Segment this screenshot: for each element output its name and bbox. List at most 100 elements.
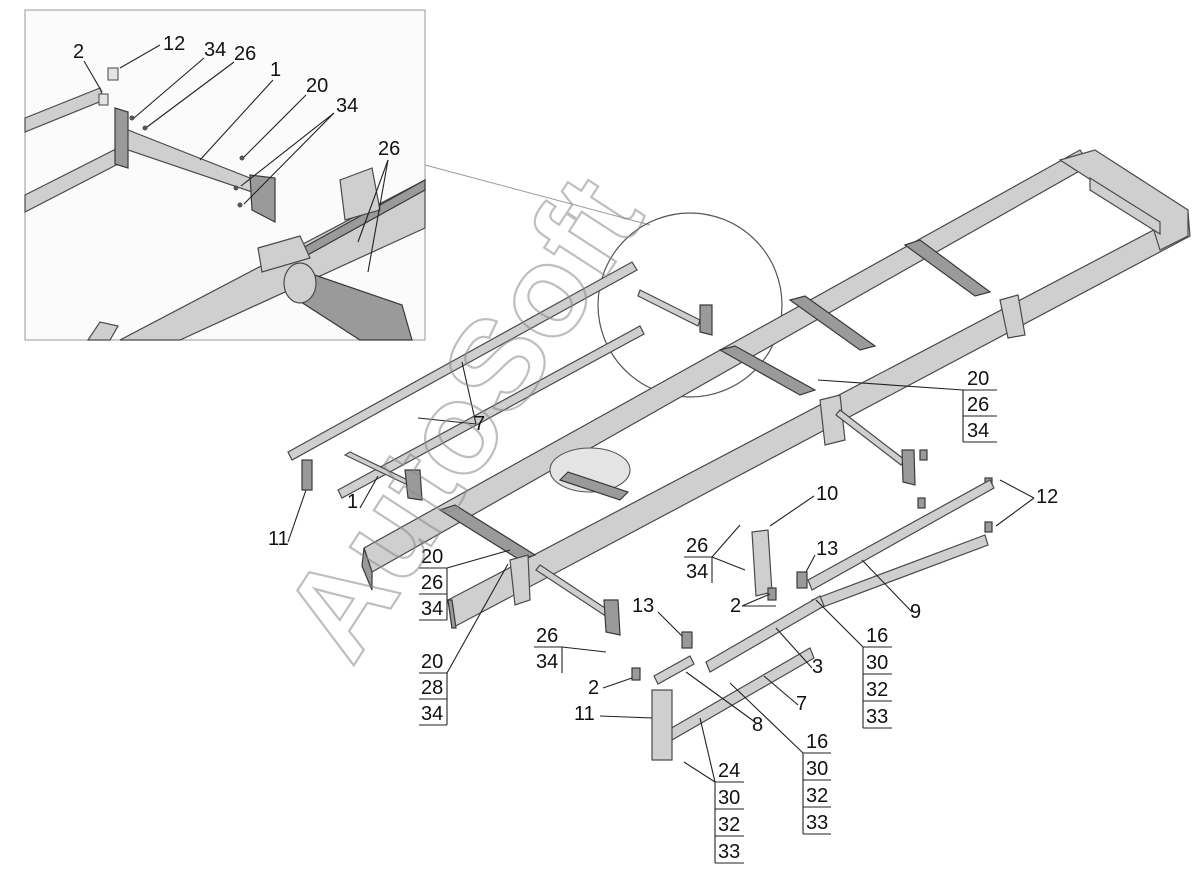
callout-group-16-low: 16 30 32 33: [729, 682, 831, 835]
callout-label: 28: [421, 677, 443, 699]
mounting-arm: [835, 409, 906, 466]
inset-bolt: [237, 202, 243, 208]
callout-label: 13: [632, 595, 654, 617]
mounting-arm: [637, 289, 701, 327]
detail-circle: [597, 212, 783, 398]
chassis-side-member-right-face: [447, 599, 457, 629]
callout-label: 34: [421, 703, 443, 725]
end-post-11: [651, 689, 673, 761]
callout-label: 2: [73, 41, 84, 63]
carrier-bar: [558, 471, 630, 501]
chassis-rear-crossmember: [1089, 176, 1161, 236]
callout-label: 26: [536, 625, 558, 647]
inset-frame-beam: [86, 167, 426, 341]
side-rail-3: [705, 595, 825, 673]
callout-label: 20: [421, 651, 443, 673]
frame-bracket: [819, 394, 846, 446]
inset-bolt: [239, 155, 245, 161]
end-plate-11: [301, 459, 313, 491]
bracket-10: [751, 529, 773, 597]
side-rail-8: [653, 655, 695, 685]
callout-group-26-34-a: 26 34: [684, 524, 746, 583]
plate-12: [919, 449, 928, 461]
plate-12: [984, 521, 993, 533]
callout-label: 7: [474, 413, 485, 435]
callout-label: 34: [336, 95, 358, 117]
chassis-crossmember: [718, 345, 817, 396]
callout-label: 33: [718, 841, 740, 863]
callout-label: 34: [204, 39, 226, 61]
callout-label: 3: [812, 656, 823, 678]
callout-group-24: 24 30 32 33: [683, 717, 744, 864]
callout-group-mid: 20 26 34: [419, 546, 511, 621]
callout-label: 32: [806, 785, 828, 807]
chassis-side-member-left-face: [361, 547, 373, 591]
callout-label: 32: [866, 679, 888, 701]
callout-label: 33: [806, 812, 828, 834]
callout-label: 2: [730, 595, 741, 617]
callout-label: 26: [686, 535, 708, 557]
inset-plate-12: [107, 67, 119, 81]
side-rail-9: [807, 479, 995, 591]
callout-label: 30: [718, 787, 740, 809]
callout-label: 24: [718, 760, 740, 782]
callout-label: 9: [910, 601, 921, 623]
inset-bolt: [233, 185, 239, 191]
inset-plate-2: [98, 93, 109, 106]
callout-label: 20: [306, 75, 328, 97]
plate-2: [767, 587, 777, 601]
callout-label: 34: [686, 561, 708, 583]
callout-label: 26: [378, 138, 400, 160]
callout-label: 12: [163, 33, 185, 55]
callout-label: 34: [967, 420, 989, 442]
callout-label: 1: [270, 59, 281, 81]
inset-cross-arm: [114, 107, 276, 223]
callout-label: 30: [866, 652, 888, 674]
long-rail-outer: [287, 261, 638, 461]
plate-13: [681, 631, 693, 649]
callout-group-26-34-b: 26 34: [534, 625, 607, 673]
callout-label: 26: [234, 43, 256, 65]
mounting-arm-flange: [603, 599, 621, 636]
callout-label: 34: [421, 598, 443, 620]
callout-label: 16: [866, 625, 888, 647]
callout-group-16-right: 16 30 32 33: [815, 599, 892, 729]
long-rail-inner: [337, 325, 645, 499]
callout-label: 1: [347, 491, 358, 513]
callout-label: 30: [806, 758, 828, 780]
callout-group-lower: 20 28 34: [419, 563, 509, 726]
callout-label: 32: [718, 814, 740, 836]
mounting-arm-flange: [699, 304, 713, 336]
chassis-crossmember: [438, 504, 537, 561]
plate-12: [917, 497, 926, 509]
callout-label: 8: [752, 714, 763, 736]
callout-label: 20: [967, 368, 989, 390]
callout-label: 13: [816, 538, 838, 560]
plate-13: [796, 571, 808, 589]
callout-label: 16: [806, 731, 828, 753]
callout-label: 33: [866, 706, 888, 728]
callout-label: 20: [421, 546, 443, 568]
mounting-arm-flange: [901, 449, 916, 486]
callout-label: 34: [536, 651, 558, 673]
main-assembly: 7 1 11 20 26 34 20 26 34: [268, 149, 1191, 864]
mounting-arm-flange: [404, 469, 423, 501]
plate-2: [631, 667, 641, 681]
inset-bolt: [142, 125, 148, 131]
callout-label: 7: [796, 693, 807, 715]
chassis-crossmember: [788, 295, 877, 351]
frame-bracket: [509, 554, 531, 606]
callout-label: 2: [588, 677, 599, 699]
inset-detail-view: 2 12 34 26 1 20 34 26: [24, 9, 651, 341]
callout-label: 11: [574, 703, 595, 725]
callout-label: 12: [1036, 486, 1058, 508]
callout-label: 11: [268, 528, 289, 550]
frame-bracket: [999, 294, 1026, 339]
callout-label: 26: [967, 394, 989, 416]
inset-bolt: [129, 115, 135, 121]
callout-label: 26: [421, 572, 443, 594]
mounting-arm: [535, 564, 609, 616]
callout-group-right: 20 26 34: [817, 368, 997, 443]
chassis-crossmember: [903, 239, 992, 297]
